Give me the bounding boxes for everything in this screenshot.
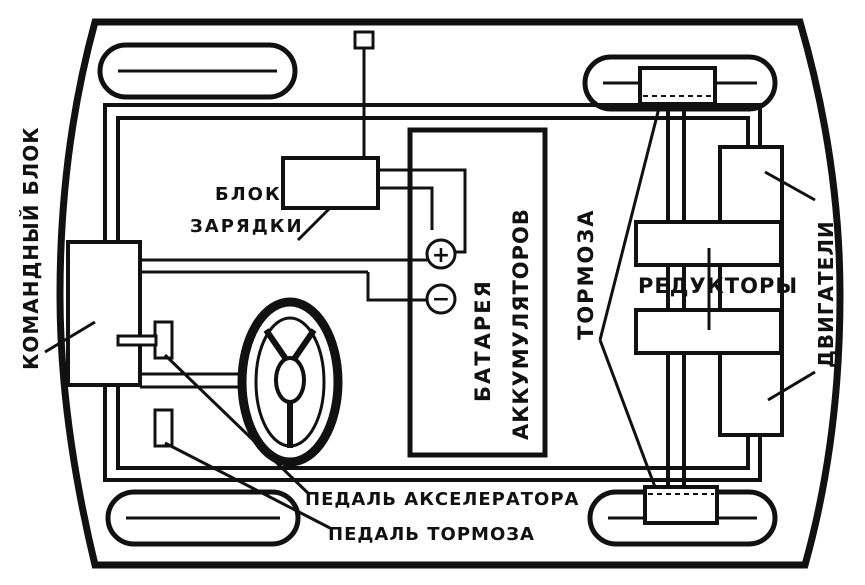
terminal-plus [425,238,457,270]
motors-label: ДВИГАТЕЛИ [814,220,838,368]
battery-label-line2: АККУМУЛЯТОРОВ [509,208,533,440]
command-unit-label: КОМАНДНЫЙ БЛОК [19,126,43,370]
reducers-label: РЕДУКТОРЫ [638,274,798,298]
accelerator-pedal [153,320,174,360]
command-unit [66,240,142,387]
terminal-plus-label: + [432,243,450,268]
accelerator-pedal-label: ПЕДАЛЬ АКСЕЛЕРАТОРА [305,489,579,510]
brake-pedal-label: ПЕДАЛЬ ТОРМОЗА [328,524,535,545]
motor-block [718,145,784,437]
brake-unit-rear [643,485,719,525]
charging-unit-label-line2: ЗАРЯДКИ [190,216,304,237]
top-connector [353,30,375,50]
brake-unit-front [638,66,717,106]
charging-unit [281,156,380,210]
brake-pedal [153,408,174,448]
terminal-minus-label: − [432,287,450,312]
steering-wheel [237,297,343,467]
brakes-label: ТОРМОЗА [574,209,598,341]
battery-label-line1: БАТАРЕЯ [471,279,495,402]
charging-unit-label-line1: БЛОК [215,184,282,205]
